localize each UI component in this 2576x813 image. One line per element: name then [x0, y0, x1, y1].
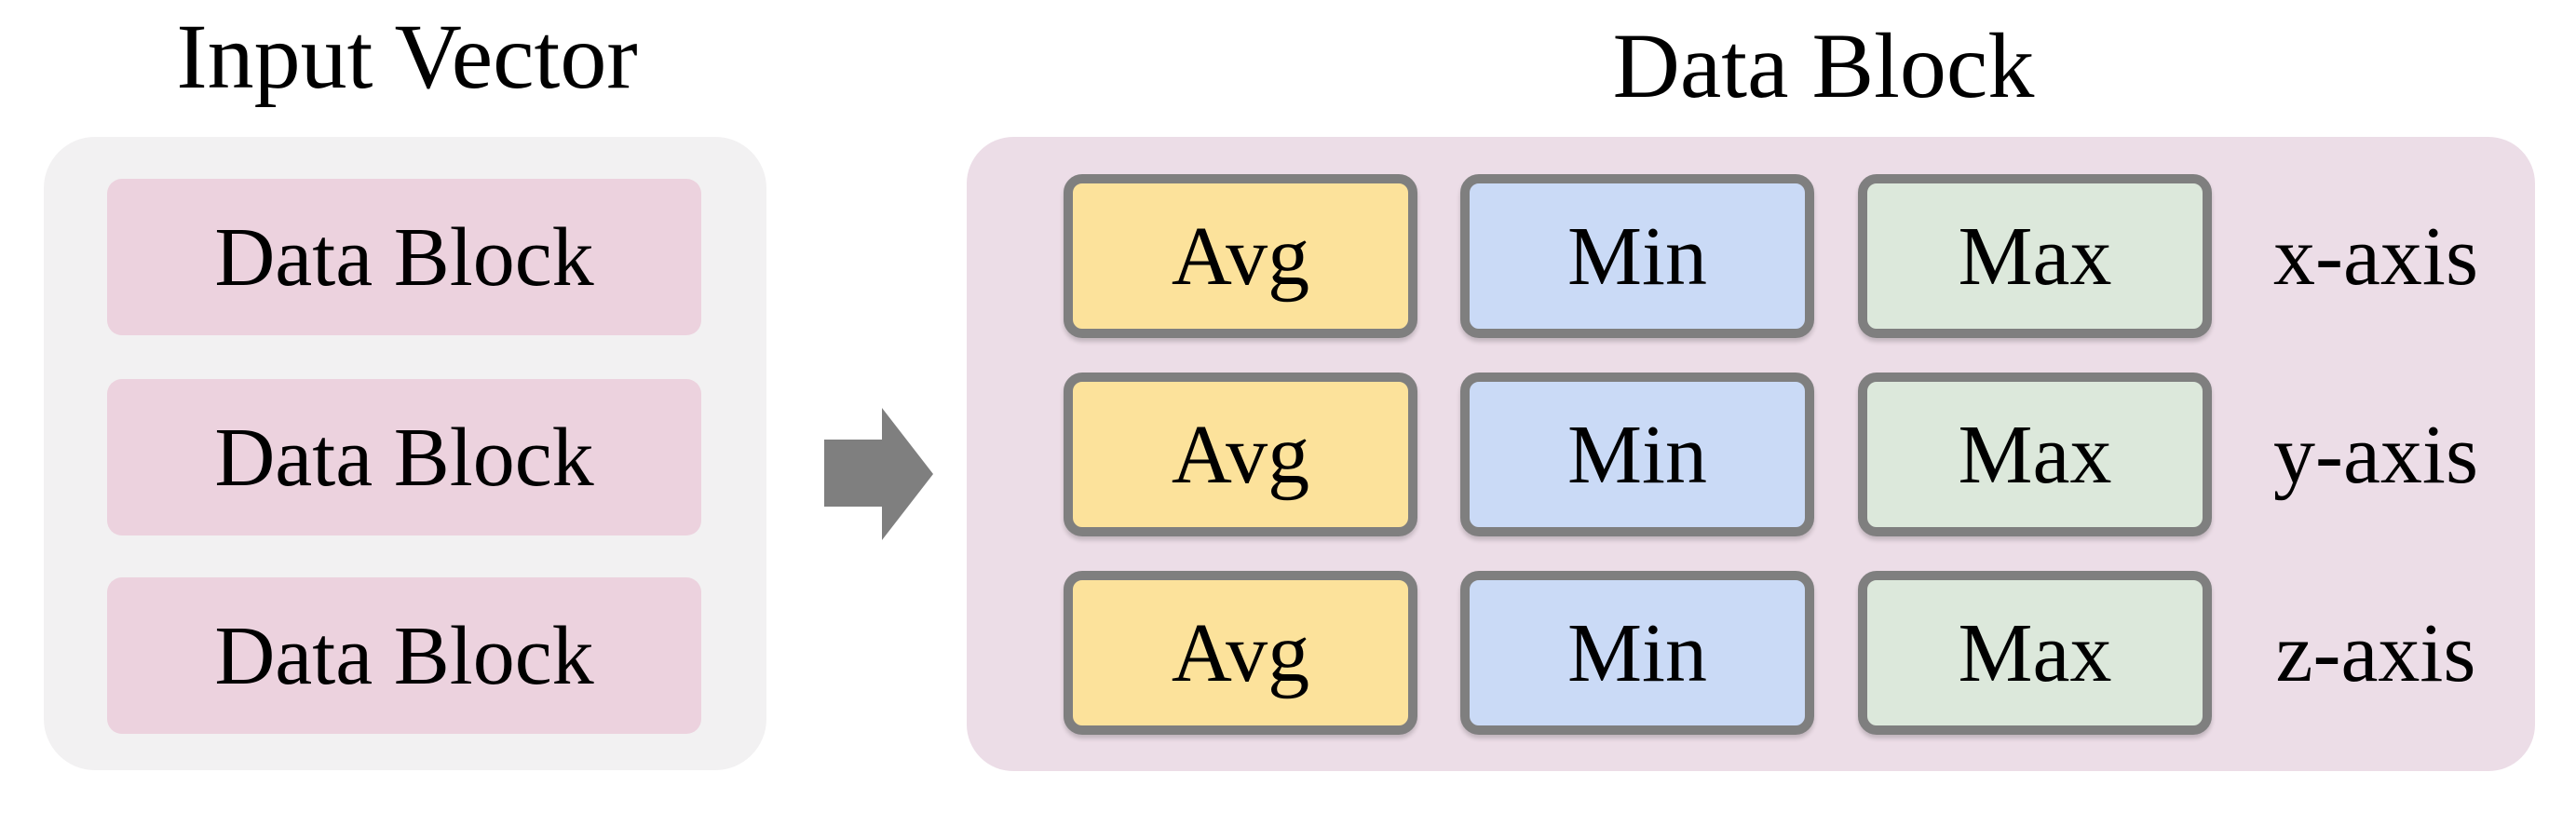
cell-max-y-label: Max	[1958, 408, 2112, 501]
input-data-block-2-label: Data Block	[214, 411, 594, 504]
cell-max-z-label: Max	[1958, 606, 2112, 699]
x-axis-label: x-axis	[2226, 174, 2526, 338]
input-data-block-1-label: Data Block	[214, 210, 594, 304]
cell-max-y: Max	[1858, 373, 2212, 536]
cell-max-z: Max	[1858, 571, 2212, 735]
y-axis-label: y-axis	[2226, 373, 2526, 536]
input-data-block-3-label: Data Block	[214, 609, 594, 702]
cell-min-z-label: Min	[1566, 606, 1708, 699]
cell-max-x-label: Max	[1958, 210, 2112, 303]
cell-avg-y-label: Avg	[1171, 408, 1310, 501]
cell-min-y-label: Min	[1566, 408, 1708, 501]
cell-avg-x-label: Avg	[1171, 210, 1310, 303]
input-vector-title: Input Vector	[176, 5, 638, 108]
cell-min-x: Min	[1460, 174, 1814, 338]
y-axis-label-text: y-axis	[2273, 408, 2478, 501]
data-block-title: Data Block	[1612, 14, 2035, 117]
cell-min-y: Min	[1460, 373, 1814, 536]
cell-avg-z-label: Avg	[1171, 606, 1310, 699]
cell-max-x: Max	[1858, 174, 2212, 338]
right-arrow-icon	[824, 408, 933, 540]
input-data-block-2: Data Block	[107, 379, 701, 535]
cell-avg-y: Avg	[1064, 373, 1417, 536]
cell-avg-z: Avg	[1064, 571, 1417, 735]
cell-min-x-label: Min	[1566, 210, 1708, 303]
x-axis-label-text: x-axis	[2273, 210, 2478, 303]
cell-avg-x: Avg	[1064, 174, 1417, 338]
cell-min-z: Min	[1460, 571, 1814, 735]
input-data-block-1: Data Block	[107, 179, 701, 335]
z-axis-label: z-axis	[2226, 571, 2526, 735]
input-data-block-3: Data Block	[107, 577, 701, 734]
z-axis-label-text: z-axis	[2275, 606, 2476, 699]
